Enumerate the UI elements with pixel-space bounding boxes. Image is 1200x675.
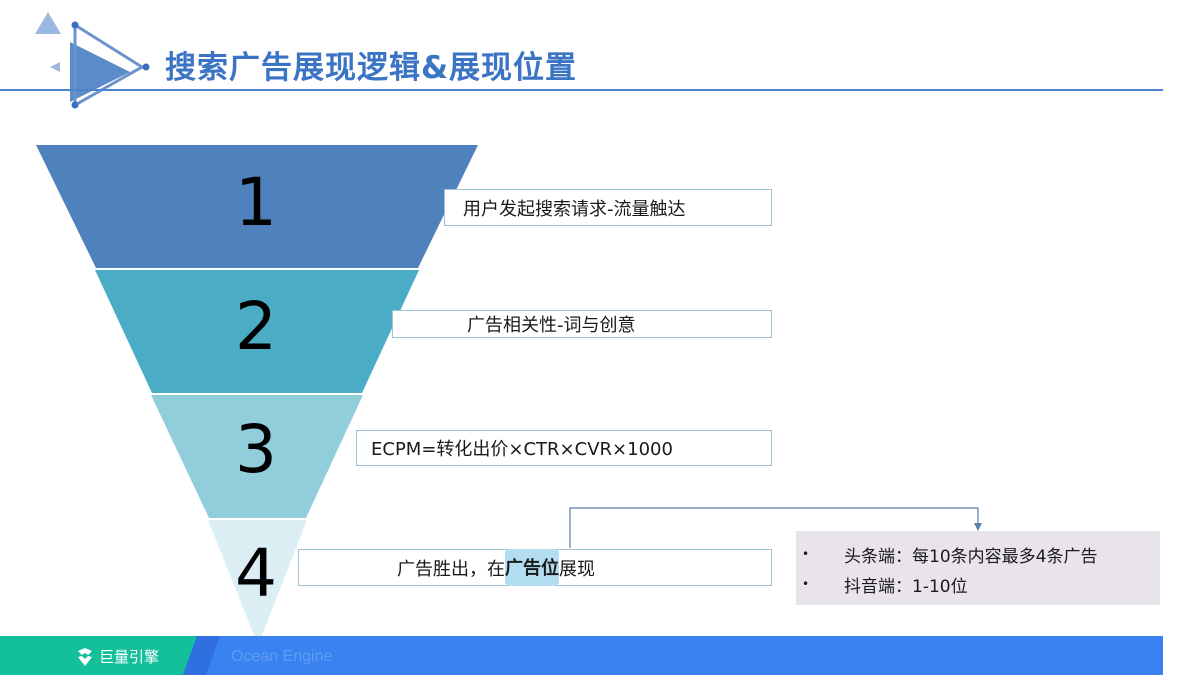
- stage-label-3-text: ECPM=转化出价×CTR×CVR×1000: [371, 439, 673, 460]
- placement-text-douyin: 抖音端：1-10位: [844, 576, 968, 597]
- footer-brand-name: 巨量引擎: [99, 648, 160, 666]
- stage-label-4-prefix: 广告胜出，在: [397, 558, 505, 580]
- bullet-icon: •: [802, 577, 810, 591]
- funnel-stage-3: [151, 395, 363, 518]
- stage-number-3: 3: [235, 411, 277, 488]
- stage-label-3: ECPM=转化出价×CTR×CVR×1000: [356, 430, 772, 466]
- footer-brand: 巨量引擎: [75, 646, 159, 667]
- placement-panel: • 头条端：每10条内容最多4条广告 • 抖音端：1-10位: [796, 531, 1160, 605]
- stage-label-4: 广告胜出，在广告位展现: [298, 549, 772, 586]
- header-divider: [0, 89, 1163, 91]
- bullet-icon: •: [802, 547, 810, 561]
- play-triangle-icon: [35, 12, 150, 109]
- funnel-stage-4: [208, 520, 307, 645]
- stage-label-1: 用户发起搜索请求-流量触达: [444, 189, 772, 226]
- funnel-stage-1: [36, 145, 478, 268]
- ad-slot-highlight: 广告位: [505, 549, 559, 586]
- placement-item-toutiao: • 头条端：每10条内容最多4条广告: [796, 539, 1160, 569]
- stage-label-2: 广告相关性-词与创意: [392, 310, 772, 338]
- funnel-stage-2: [95, 270, 419, 393]
- footer-brand-en: Ocean Engine: [231, 648, 333, 665]
- stage-label-1-text: 用户发起搜索请求-流量触达: [463, 198, 686, 220]
- stage-number-1: 1: [235, 164, 277, 241]
- stage-label-2-text: 广告相关性-词与创意: [467, 315, 636, 336]
- stage-label-4-suffix: 展现: [559, 558, 595, 580]
- placement-item-douyin: • 抖音端：1-10位: [796, 569, 1160, 599]
- ocean-engine-logo-icon: [78, 647, 92, 666]
- stage-number-2: 2: [235, 288, 277, 365]
- placement-text-toutiao: 头条端：每10条内容最多4条广告: [844, 546, 1098, 567]
- stage-number-4: 4: [235, 535, 277, 612]
- page-title: 搜索广告展现逻辑&展现位置: [165, 50, 578, 86]
- footer-slant: [0, 636, 220, 675]
